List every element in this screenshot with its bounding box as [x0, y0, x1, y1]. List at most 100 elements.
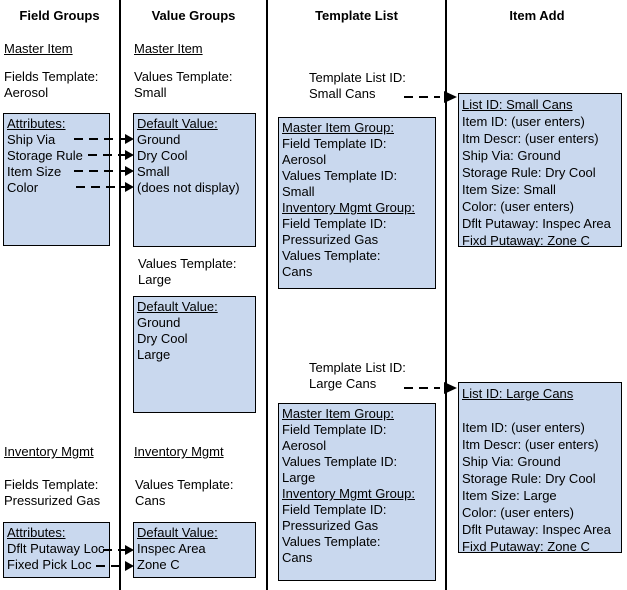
box-row: Field Template ID: [282, 136, 387, 151]
arrow-line-color-to-does-not-display [76, 186, 126, 188]
values-template-label: Values Template: [135, 477, 234, 492]
blank-line [462, 402, 618, 419]
attribute-row: Dflt Putaway Loc [7, 541, 105, 556]
box-title: Default Value: [137, 116, 218, 131]
box-row: Aerosol [282, 438, 327, 453]
template-list-id-value: Large Cans [309, 376, 377, 391]
template-list-id-label: Template List ID: [309, 70, 406, 85]
default-value-row: Dry Cool [137, 331, 188, 346]
arrow-line-ship-via-to-ground [74, 138, 126, 140]
attribute-row: Fixed Pick Loc [7, 557, 92, 572]
box-row: Pressurized Gas [282, 518, 379, 533]
section-title-master-item-fields: Master Item [4, 41, 73, 56]
attribute-row: Ship Via [7, 132, 56, 147]
arrowhead-icon [125, 561, 134, 571]
box-row: Pressurized Gas [282, 232, 379, 247]
values-template-value: Large [138, 272, 172, 287]
values-template-cans-label: Values Template: Cans [135, 477, 234, 509]
attribute-row: Item Size [7, 164, 62, 179]
arrowhead-icon [125, 166, 134, 176]
attributes-box-master-item: Attributes: Ship Via Storage Rule Item S… [3, 113, 110, 246]
box-row: Item Size: Large [462, 488, 557, 503]
box-row: Values Template ID: [282, 454, 398, 469]
item-add-box-large-cans: List ID: Large Cans Item ID: (user enter… [458, 382, 622, 553]
box-row: Ship Via: Ground [462, 454, 561, 469]
arrow-line-storage-rule-to-dry-cool [88, 154, 126, 156]
group-title: Inventory Mgmt Group: [282, 486, 415, 501]
values-template-large-label: Values Template: Large [138, 256, 237, 288]
default-value-row: Small [137, 164, 170, 179]
box-row: Aerosol [282, 152, 327, 167]
box-title: List ID: Small Cans [462, 97, 573, 112]
fields-template-aerosol-label: Fields Template: Aerosol [4, 69, 98, 101]
box-row: Item ID: (user enters) [462, 114, 585, 129]
attributes-box-inventory-mgmt: Attributes: Dflt Putaway Loc Fixed Pick … [3, 522, 110, 578]
box-title: Default Value: [137, 299, 218, 314]
column-header-value-groups: Value Groups [151, 8, 236, 23]
box-title: List ID: Large Cans [462, 386, 574, 401]
arrowhead-icon [444, 382, 457, 394]
box-row: Field Template ID: [282, 216, 387, 231]
box-row: Cans [282, 550, 313, 565]
default-value-row: Inspec Area [137, 541, 206, 556]
box-row: Values Template: [282, 248, 381, 263]
fields-template-label: Fields Template: [4, 477, 99, 492]
column-header-field-groups: Field Groups [19, 8, 100, 23]
arrowhead-icon [125, 134, 134, 144]
values-template-label: Values Template: [138, 256, 237, 271]
box-row: Field Template ID: [282, 422, 387, 437]
box-row: Color: (user enters) [462, 199, 574, 214]
default-value-row: Ground [137, 132, 181, 147]
section-title-master-item-values: Master Item [134, 41, 203, 56]
default-value-row: (does not display) [137, 180, 240, 195]
box-row: Color: (user enters) [462, 505, 574, 520]
template-list-id-label: Template List ID: [309, 360, 406, 375]
arrow-line-dflt-putaway-to-inspec-area [103, 549, 126, 551]
box-row: Item Size: Small [462, 182, 556, 197]
group-title: Master Item Group: [282, 406, 394, 421]
box-row: Itm Descr: (user enters) [462, 437, 599, 452]
arrowhead-icon [125, 545, 134, 555]
arrow-line-item-size-to-small [74, 170, 126, 172]
box-title: Default Value: [137, 525, 218, 540]
box-row: Storage Rule: Dry Cool [462, 471, 596, 486]
template-list-box-large-cans: Master Item Group: Field Template ID: Ae… [278, 403, 436, 581]
box-row: Small [282, 184, 315, 199]
template-list-box-small-cans: Master Item Group: Field Template ID: Ae… [278, 117, 436, 289]
box-row: Cans [282, 264, 313, 279]
default-value-row: Dry Cool [137, 148, 188, 163]
default-value-row: Ground [137, 315, 181, 330]
section-title-inventory-mgmt-values: Inventory Mgmt [134, 444, 224, 459]
default-value-row: Large [137, 347, 171, 362]
box-row: Fixd Putaway: Zone C [462, 233, 590, 247]
section-title-inventory-mgmt-fields: Inventory Mgmt [4, 444, 94, 459]
column-header-item-add: Item Add [509, 8, 565, 23]
box-row: Dflt Putaway: Inspec Area [462, 522, 611, 537]
attribute-row: Storage Rule [7, 148, 83, 163]
box-row: Large [282, 470, 316, 485]
template-list-id-value: Small Cans [309, 86, 376, 101]
box-row: Item ID: (user enters) [462, 420, 585, 435]
column-divider-2 [266, 0, 268, 590]
arrow-line-fixed-pick-to-zone-c [96, 565, 126, 567]
fields-template-pressurized-label: Fields Template: Pressurized Gas [4, 477, 100, 509]
default-value-box-large: Default Value: Ground Dry Cool Large [133, 296, 256, 413]
item-add-box-small-cans: List ID: Small Cans Item ID: (user enter… [458, 93, 622, 247]
box-title: Attributes: [7, 116, 66, 131]
box-row: Storage Rule: Dry Cool [462, 165, 596, 180]
fields-template-value: Aerosol [4, 85, 49, 100]
values-template-value: Small [134, 85, 167, 100]
default-value-row: Zone C [137, 557, 180, 572]
arrowhead-icon [125, 150, 134, 160]
box-row: Fixd Putaway: Zone C [462, 539, 590, 553]
values-template-label: Values Template: [134, 69, 233, 84]
box-row: Itm Descr: (user enters) [462, 131, 599, 146]
fields-template-value: Pressurized Gas [4, 493, 101, 508]
values-template-small-label: Values Template: Small [134, 69, 233, 101]
group-title: Master Item Group: [282, 120, 394, 135]
default-value-box-cans: Default Value: Inspec Area Zone C [133, 522, 256, 578]
attribute-row: Color [7, 180, 39, 195]
box-row: Ship Via: Ground [462, 148, 561, 163]
box-row: Dflt Putaway: Inspec Area [462, 216, 611, 231]
